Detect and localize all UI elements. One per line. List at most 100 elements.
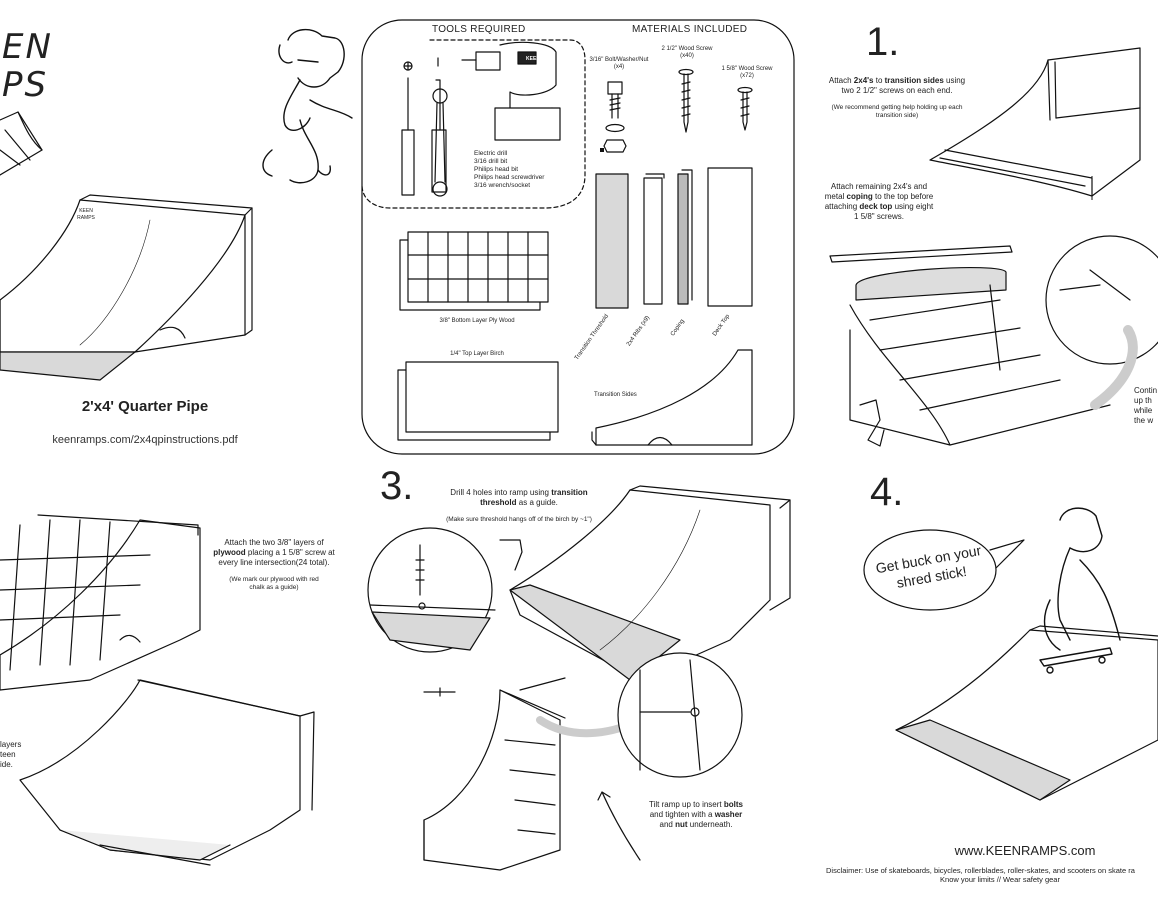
step3-instruction-2: Tilt ramp up to insert bolts and tighten… [644,800,748,830]
wrench-illustration [432,88,448,197]
screwdriver-illustration [401,57,447,196]
mascot-kangaroo-illustration [262,29,353,184]
step1-note: (We recommend getting help holding up ea… [831,104,963,119]
step3-text2-a: Tilt ramp up to insert [649,800,722,809]
step3-tilted-ramp-illustration [423,689,566,871]
step1-instruction-2: Attach remaining 2x4's and metal coping … [822,182,936,222]
screw-large-label: 2 1/2" Wood Screw (x40) [654,46,720,60]
step3-zoom-circle [367,527,496,653]
bolt-washer-nut-illustration [603,81,627,153]
step1-instruction: Attach 2x4's to transition sides using t… [822,76,972,96]
step1-bold2-b: deck top [859,202,893,211]
step1-bold2-a: coping [846,192,873,201]
tool-item: Philips head screwdriver [474,174,545,181]
step3-bold2-b: washer [714,810,743,819]
materials-header: MATERIALS INCLUDED [632,24,748,35]
nut-illustration [600,148,604,152]
step1-bold-b: transition sides [884,76,944,85]
step3-bold2-c: nut [675,820,688,829]
step3-text2-b: and tighten with a [649,810,713,819]
top-birch-illustration [397,361,559,441]
step3-text2-c: and [659,820,673,829]
bottom-ply-illustration [399,231,549,311]
transition-threshold-illustration [595,173,629,309]
tilt-arrow-icon [597,791,641,861]
step3-text-b: as a guide. [518,498,558,507]
tools-header: TOOLS REQUIRED [432,24,526,35]
step1-text2-c: using eight 1 5/8" screws. [854,202,934,221]
tool-item: Philips head bit [474,166,519,173]
screw-small-qty: (x72) [740,73,754,79]
bolt-label: 3/16" Bolt/Washer/Nut (x4) [584,57,654,71]
tool-item: 3/16 drill bit [474,158,508,165]
skater-mascot-illustration [1039,507,1121,674]
coping-illustration [677,169,693,305]
step3-text-a: Drill 4 holes into ramp using [450,488,550,497]
brand-logo-line2: PS [2,65,49,105]
ramp-logo-label: KEEN RAMPS [77,208,95,221]
step4-number: 4. [870,470,904,514]
tools-materials-frame [361,19,795,455]
drill-badge: KEEN [526,56,540,62]
product-title: 2'x4' Quarter Pipe [81,398,209,415]
tool-item: 3/16 wrench/socket [474,182,531,189]
step1-cut-text: Contin up th while the w [1134,386,1158,425]
screw-small-name: 1 5/8" Wood Screw [721,66,773,72]
step1-zoom-circle [1045,235,1158,365]
step2-plywood-ramp-illustration [0,514,201,691]
step3-bold-a: transition threshold [480,488,588,507]
deck-top-illustration [707,167,753,307]
step1-text-c: using two 2 1/2" screws on each end. [841,76,966,95]
quarter-pipe-cover-illustration [0,194,253,381]
step1-text-a: Attach [828,76,852,85]
step1-text2-a: Attach remaining 2x4's and metal [824,182,928,201]
wood-screw-large-illustration [678,68,694,133]
step3-wrench-illustration [519,677,566,691]
step1-drill-illustration [859,399,885,447]
step2-instruction: Attach the two 3/8" layers of plywood pl… [210,538,338,568]
bolt-qty: (x4) [613,64,625,70]
transition-sides-label: Transition Sides [594,392,637,398]
step3-note: (Make sure threshold hangs off of the bi… [446,516,592,523]
step2-cut-text: layers teen ide. [0,740,22,769]
tools-list: Electric drill 3/16 drill bit Philips he… [474,150,544,190]
step3-ramp-illustration [509,485,791,681]
step1-bold-a: 2x4's [853,76,874,85]
step2-text-a: Attach the two 3/8" layers of [224,538,324,547]
ramp-sketch-drawing [0,111,43,176]
screw-large-qty: (x40) [680,53,694,59]
step2-text-b: placing a 1 5/8" screw at every line int… [218,548,335,567]
ply-bottom-label: 3/8" Bottom Layer Ply Wood [439,318,515,324]
screw-large-name: 2 1/2" Wood Screw [661,46,713,52]
step3-drill-illustration [499,539,523,571]
instructions-url[interactable]: keenramps.com/2x4qpinstructions.pdf [52,434,238,446]
step1-text-b: to [875,76,883,85]
ply-top-label: 1/4" Top Layer Birch [450,351,504,357]
website-link[interactable]: www.KEENRAMPS.com [954,843,1096,858]
screw-small-label: 1 5/8" Wood Screw (x72) [714,66,780,80]
step4-ramp-illustration [895,625,1158,801]
tool-item: Electric drill [474,150,508,157]
wood-screw-small-illustration [737,86,753,131]
step2-bold-a: plywood [213,548,246,557]
step2-note: (We mark our plywood with red chalk as a… [229,576,319,591]
step1-frame-illustration [929,47,1141,197]
step3-bolt-zoom-circle [617,652,743,778]
deck-top-coping-illustration [829,245,1111,446]
brand-logo: EN PS [2,28,53,104]
step3-number: 3. [380,464,414,508]
transition-sides-illustration [591,349,753,446]
step3-screwdriver-illustration [423,687,456,697]
speech-bubble-shape [863,529,1025,611]
bolt-name: 3/16" Bolt/Washer/Nut [589,57,649,63]
brand-logo-line1: EN [2,27,53,67]
rib-illustration [643,173,665,305]
step3-text2-d: underneath. [689,820,733,829]
step1-number: 1. [866,20,900,64]
step1-text2-b: to the top before attaching [824,192,934,211]
disclaimer-line2: Know your limits // Wear safety gear [940,875,1060,884]
step2-birch-ramp-illustration [19,679,315,866]
disclaimer-line1: Disclaimer: Use of skateboards, bicycles… [826,866,1135,875]
step3-instruction: Drill 4 holes into ramp using transition… [446,488,592,508]
